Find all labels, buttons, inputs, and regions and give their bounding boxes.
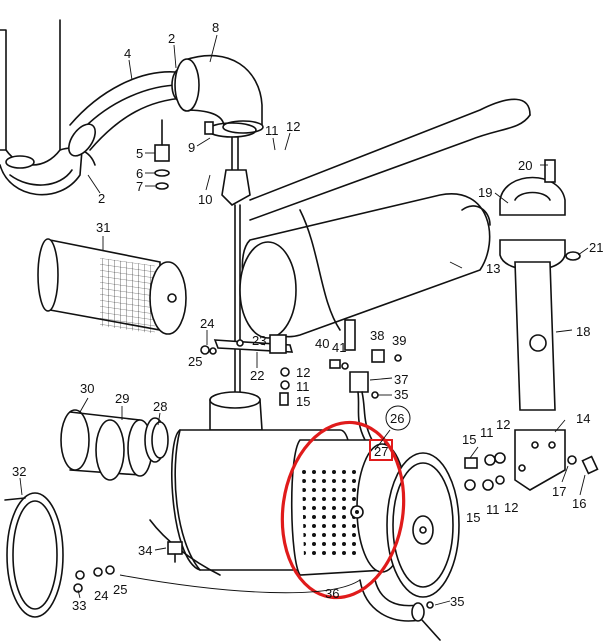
part-labels: 2 8 4 5 6 7 2 9 11 12 10 20 19 21 31 13 …	[12, 20, 603, 613]
label-23: 23	[252, 333, 266, 348]
fasteners-35-41	[329, 349, 402, 441]
mounting-bracket-14	[464, 429, 599, 491]
label-22: 22	[250, 368, 264, 383]
label-28: 28	[153, 399, 167, 414]
label-34: 34	[138, 543, 152, 558]
label-21: 21	[589, 240, 603, 255]
label-8: 8	[212, 20, 219, 35]
label-11c: 11	[480, 425, 494, 440]
label-19: 19	[478, 185, 492, 200]
label-12d: 12	[504, 500, 518, 515]
label-38: 38	[370, 328, 384, 343]
filter-element-27	[290, 439, 408, 576]
label-5: 5	[136, 146, 143, 161]
label-6: 6	[136, 166, 143, 181]
cap-32	[4, 492, 115, 618]
label-2a: 2	[168, 31, 175, 46]
label-27: 27	[374, 444, 388, 459]
label-37: 37	[394, 372, 408, 387]
filter-element-31	[37, 238, 187, 335]
highlight-ring	[280, 420, 406, 600]
label-40: 40	[315, 336, 329, 351]
label-16: 16	[572, 496, 586, 511]
label-12c: 12	[496, 417, 510, 432]
label-15c: 15	[466, 510, 480, 525]
label-18: 18	[576, 324, 590, 339]
label-41: 41	[332, 340, 346, 355]
label-35a: 35	[394, 387, 408, 402]
label-9: 9	[188, 140, 195, 155]
label-11d: 11	[486, 502, 500, 517]
intake-duct-left	[0, 19, 96, 196]
callout-circle-26	[385, 405, 411, 431]
elbow-8	[174, 54, 264, 134]
label-10: 10	[198, 192, 212, 207]
label-14: 14	[576, 411, 590, 426]
label-15b: 15	[462, 432, 476, 447]
cover-26	[386, 452, 460, 598]
label-17: 17	[552, 484, 566, 499]
label-13: 13	[486, 261, 500, 276]
label-24b: 24	[94, 588, 108, 603]
label-25b: 25	[113, 582, 127, 597]
label-31: 31	[96, 220, 110, 235]
label-24a: 24	[200, 316, 214, 331]
label-4: 4	[124, 46, 131, 61]
label-29: 29	[115, 391, 129, 406]
muffler-13	[239, 98, 531, 351]
hose-36	[359, 579, 441, 641]
label-11a: 11	[265, 123, 279, 138]
clamp-9	[204, 121, 257, 401]
leader-lines	[19, 34, 589, 606]
label-15a: 15	[296, 394, 310, 409]
label-11b: 11	[296, 379, 310, 394]
bolt-stack-5-7	[154, 119, 170, 190]
label-20: 20	[518, 158, 532, 173]
label-36: 36	[325, 586, 339, 601]
label-32: 32	[12, 464, 26, 479]
label-26: 26	[390, 411, 404, 426]
bracket-22	[200, 334, 294, 406]
label-30: 30	[80, 381, 94, 396]
label-39: 39	[392, 333, 406, 348]
label-25a: 25	[188, 354, 202, 369]
hose-29-30	[60, 409, 169, 481]
label-33: 33	[72, 598, 86, 613]
label-2b: 2	[98, 191, 105, 206]
label-12a: 12	[286, 119, 300, 134]
indicator-34	[167, 541, 183, 563]
label-35b: 35	[450, 594, 464, 609]
label-12b: 12	[296, 365, 310, 380]
hanger-bracket-18	[499, 159, 581, 411]
label-7: 7	[136, 179, 143, 194]
